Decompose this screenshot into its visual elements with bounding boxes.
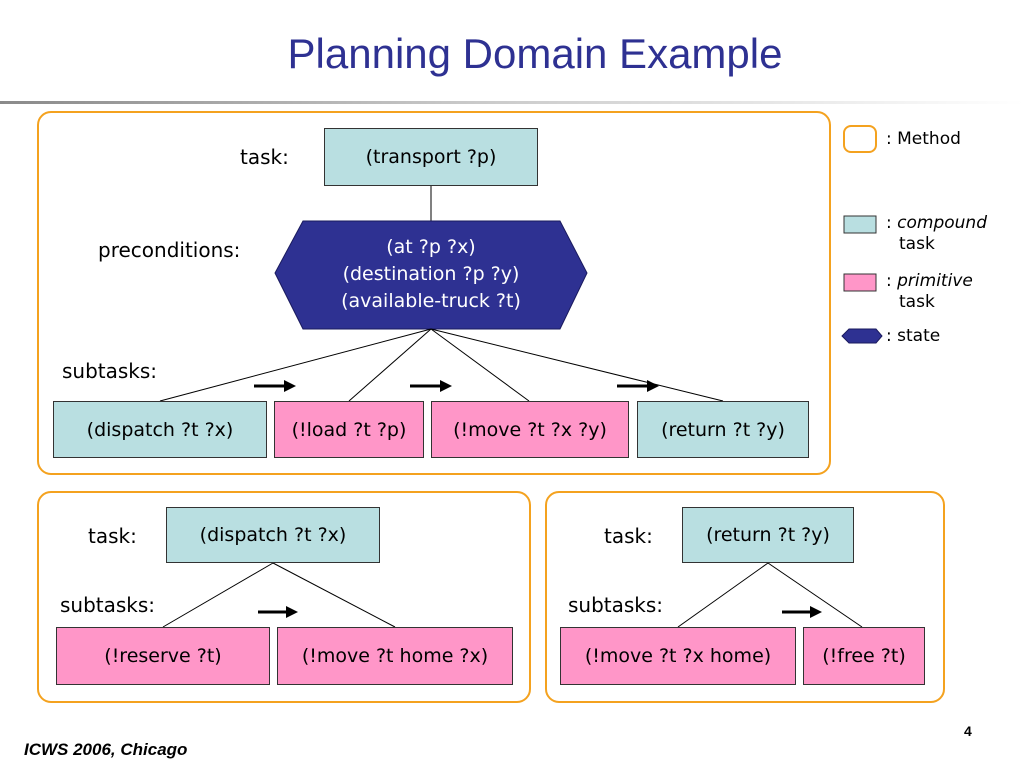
transport-task-label: task: (240, 145, 289, 169)
order-arrow-1 (254, 380, 296, 392)
task-dispatch: (dispatch ?t ?x) (166, 507, 380, 563)
legend-state-label: : state (886, 326, 941, 346)
subtask-dispatch: (dispatch ?t ?x) (53, 401, 267, 458)
legend-compound-swatch (843, 215, 877, 234)
subtask-return: (return ?t ?y) (637, 401, 809, 458)
state-hexagon (274, 220, 588, 330)
order-arrow-3 (617, 380, 659, 392)
subtask-free: (!free ?t) (803, 627, 925, 685)
order-arrow-5 (782, 606, 822, 618)
transport-subtasks-label: subtasks: (62, 359, 158, 383)
dispatch-task-label: task: (88, 524, 137, 548)
title-divider (0, 101, 1024, 104)
subtask-move-home: (!move ?t home ?x) (277, 627, 513, 685)
return-task-label: task: (604, 524, 653, 548)
legend-primitive-task-word: task (899, 292, 935, 312)
preconditions-label: preconditions: (98, 238, 241, 262)
return-subtasks-label: subtasks: (568, 593, 664, 617)
legend-primitive-label: : primitive task (886, 271, 973, 312)
legend-primitive-word: primitive (897, 271, 973, 291)
precondition-at: (at ?p ?x) (386, 236, 476, 258)
legend-compound-word: compound (897, 213, 987, 233)
legend-compound-task-word: task (899, 234, 935, 254)
slide-title: Planning Domain Example (287, 30, 783, 77)
subtask-reserve: (!reserve ?t) (56, 627, 270, 685)
subtask-move: (!move ?t ?x ?y) (431, 401, 629, 458)
state-preconditions: (at ?p ?x) (destination ?p ?y) (availabl… (278, 234, 584, 315)
subtask-load: (!load ?t ?p) (274, 401, 424, 458)
subtask-move-from: (!move ?t ?x home) (560, 627, 796, 685)
precondition-destination: (destination ?p ?y) (342, 263, 520, 285)
legend-primitive-swatch (843, 273, 877, 292)
legend-state-swatch (841, 328, 883, 344)
legend-method-swatch (843, 125, 877, 153)
legend-compound-label: : compound task (886, 213, 987, 254)
task-return: (return ?t ?y) (682, 507, 854, 563)
dispatch-subtasks-label: subtasks: (60, 593, 156, 617)
precondition-available-truck: (available-truck ?t) (341, 290, 521, 312)
order-arrow-4 (258, 606, 298, 618)
legend-method-label: : Method (886, 129, 961, 149)
page-number: 4 (964, 723, 972, 739)
order-arrow-2 (410, 380, 452, 392)
task-transport: (transport ?p) (324, 128, 538, 186)
footer-text: ICWS 2006, Chicago (24, 740, 188, 759)
